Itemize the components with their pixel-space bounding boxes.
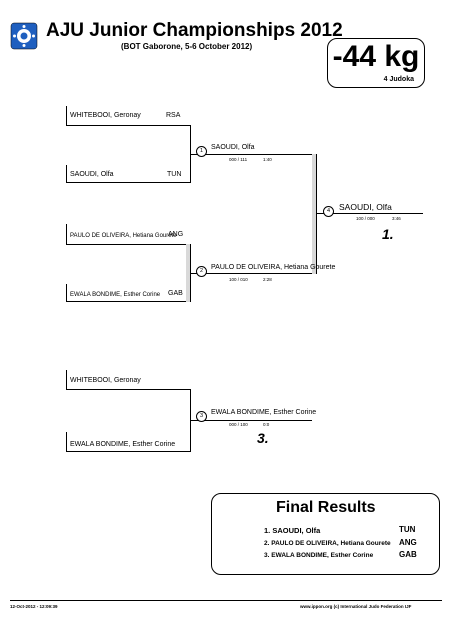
entry-nation: TUN [167,171,182,178]
result-row: 1. SAOUDI, Olfa [264,526,320,535]
bracket-line [190,420,312,421]
result-nation: ANG [399,538,417,547]
footer-credit: www.ippon.org (c) International Judo Fed… [300,604,412,609]
match-number: 4 [323,206,334,217]
bracket-line [316,154,317,274]
match-number: 2 [196,266,207,277]
winner-shade [312,154,316,274]
ijf-logo-icon [10,22,38,50]
result-place: 1. [264,526,271,535]
match-winner: SAOUDI, Olfa [339,202,392,212]
bracket-line [66,284,67,302]
bracket-line [316,213,423,214]
match-score: 100 / 010 [229,277,248,282]
result-nation: TUN [399,525,416,534]
bracket-line [66,432,67,452]
entry-nation: RSA [166,112,181,119]
result-name: PAULO DE OLIVEIRA, Hetiana Gourete [271,540,391,547]
winner-shade [186,244,191,302]
result-row: 3. EWALA BONDIME, Esther Corine [264,552,373,559]
result-place: 2. [264,540,270,547]
bracket-line [66,165,67,183]
place-label: 3. [257,430,269,446]
match-winner: EWALA BONDIME, Esther Corine [211,409,317,416]
match-winner: PAULO DE OLIVEIRA, Hetiana Gourete [211,264,336,271]
match-number: 3 [196,411,207,422]
match-time: 1:40 [263,157,272,162]
bracket-line [66,125,191,126]
match-time: 0:0 [263,422,270,427]
match-time: 3:46 [392,216,401,221]
footer-timestamp: 12-Oct-2012 - 12:09:39 [10,604,58,609]
bracket-line [190,273,316,274]
bracket-line [190,154,316,155]
final-results-box: Final Results 1. SAOUDI, Olfa TUN 2. PAU… [211,493,440,575]
entry-nation: GAB [168,290,183,297]
match-score: 000 / 111 [229,157,248,162]
match-time: 2:28 [263,277,272,282]
match-winner: SAOUDI, Olfa [211,144,255,151]
bracket-line [66,106,67,126]
result-place: 3. [264,552,270,559]
weight-category-box: -44 kg 4 Judoka [327,38,425,88]
bracket-line [66,182,191,183]
bracket-line [66,389,191,390]
bracket-line [66,244,191,245]
footer-divider [10,600,442,601]
judoka-count: 4 Judoka [383,76,414,83]
result-name: EWALA BONDIME, Esther Corine [271,552,374,559]
bracket-line [66,370,67,390]
final-results-title: Final Results [276,499,376,516]
result-row: 2. PAULO DE OLIVEIRA, Hetiana Gourete [264,540,391,547]
entry-name: WHITEBOOI, Geronay [70,377,141,384]
entry-name: SAOUDI, Olfa [70,171,114,178]
match-number: 1 [196,146,207,157]
page-title: AJU Junior Championships 2012 [46,20,343,41]
result-name: SAOUDI, Olfa [272,526,321,535]
match-score: 000 / 100 [229,422,248,427]
entry-name: WHITEBOOI, Geronay [70,112,141,119]
result-nation: GAB [399,550,417,559]
place-label: 1. [382,226,394,242]
bracket-line [66,451,191,452]
entry-name: EWALA BONDIME, Esther Corine [70,441,176,448]
match-score: 100 / 000 [356,216,375,221]
page-subtitle: (BOT Gaborone, 5-6 October 2012) [121,42,253,51]
weight-category: -44 kg [332,40,420,73]
bracket-line [66,224,67,245]
entry-nation: ANG [168,231,184,238]
entry-name: EWALA BONDIME, Esther Corine [70,292,161,298]
entry-name: PAULO DE OLIVEIRA, Hetiana Gourete [70,233,177,239]
bracket-line [66,301,191,302]
